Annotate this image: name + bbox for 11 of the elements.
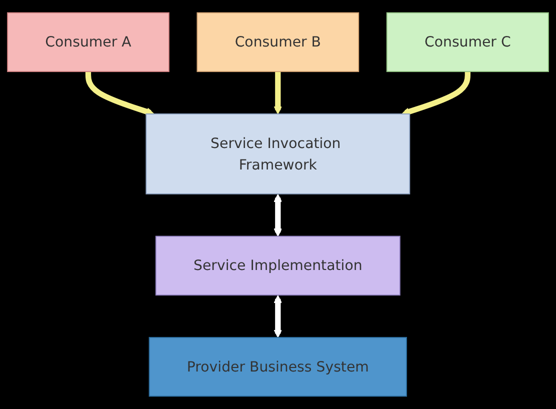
arrow <box>402 72 470 116</box>
node-box: Consumer B <box>196 12 360 72</box>
node-box: Service Invocation Framework <box>146 113 410 194</box>
arrow <box>274 295 282 338</box>
arrow <box>85 72 154 116</box>
node-box: Consumer A <box>7 12 170 72</box>
node-box: Consumer C <box>386 12 549 72</box>
node-box: Service Implementation <box>155 236 400 296</box>
arrow <box>274 194 282 237</box>
node-box: Provider Business System <box>148 336 407 397</box>
arrow <box>274 72 282 114</box>
